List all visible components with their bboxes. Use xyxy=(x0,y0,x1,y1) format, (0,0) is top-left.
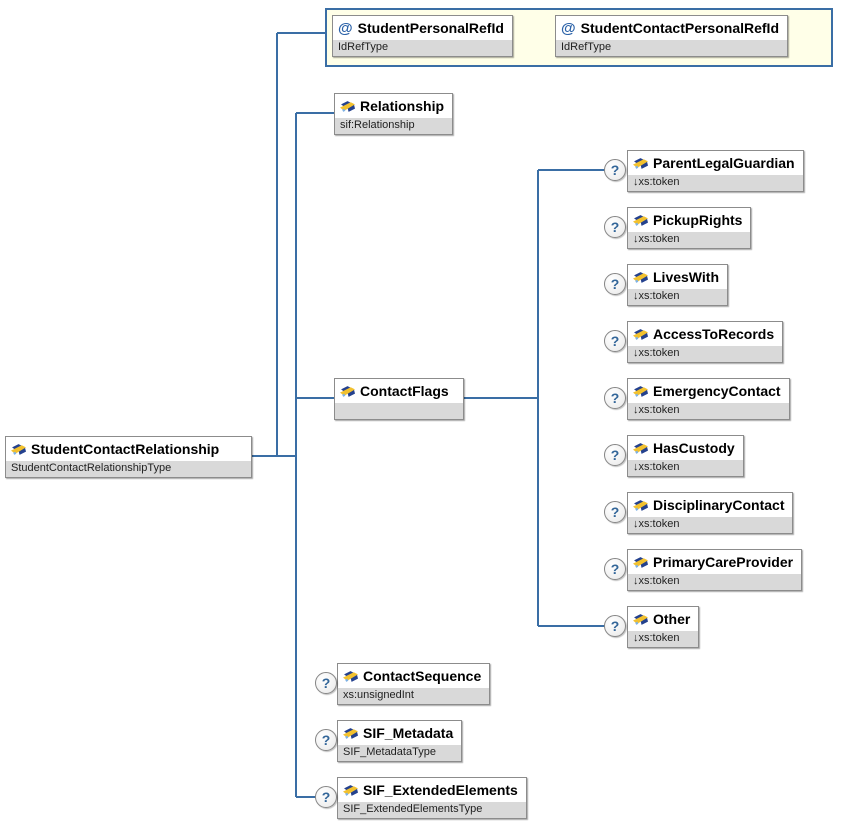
element-icon xyxy=(633,271,648,283)
question-mark-icon: ? xyxy=(604,501,626,523)
attribute-name: StudentPersonalRefId xyxy=(357,20,504,36)
element-icon xyxy=(340,385,355,397)
element-icon xyxy=(340,100,355,112)
element-box-liveswith[interactable]: LivesWith ↓xs:token xyxy=(627,264,728,306)
element-title-row: EmergencyContact xyxy=(628,379,789,403)
element-box-accesstorecords[interactable]: AccessToRecords ↓xs:token xyxy=(627,321,784,363)
attributes-frame: @ StudentPersonalRefId IdRefType @ Stude… xyxy=(325,8,833,67)
question-mark-icon: ? xyxy=(604,615,626,637)
element-title-row: ContactSequence xyxy=(338,664,490,688)
element-name: ContactFlags xyxy=(360,383,449,399)
element-title-row: LivesWith xyxy=(628,265,727,289)
element-type: sif:Relationship xyxy=(335,118,453,134)
element-title-row: StudentContactRelationship xyxy=(6,437,251,461)
element-title-row: SIF_Metadata xyxy=(338,721,462,745)
element-type: SIF_MetadataType xyxy=(338,745,462,761)
element-name: AccessToRecords xyxy=(653,326,775,342)
element-type: ↓xs:token xyxy=(628,346,783,362)
question-mark-icon: ? xyxy=(604,387,626,409)
element-icon xyxy=(633,328,648,340)
element-box-hascustody[interactable]: HasCustody ↓xs:token xyxy=(627,435,744,477)
element-name: DisciplinaryContact xyxy=(653,497,785,513)
element-box-sif-extendedelements[interactable]: SIF_ExtendedElements SIF_ExtendedElement… xyxy=(337,777,527,819)
element-name: Other xyxy=(653,611,691,627)
attribute-icon: @ xyxy=(338,19,353,37)
element-name: HasCustody xyxy=(653,440,735,456)
element-box-root[interactable]: StudentContactRelationship StudentContac… xyxy=(5,436,252,478)
element-title-row: ContactFlags xyxy=(335,379,463,403)
element-title-row: PickupRights xyxy=(628,208,751,232)
element-type xyxy=(335,403,463,419)
element-type: StudentContactRelationshipType xyxy=(6,461,251,477)
question-mark-icon: ? xyxy=(604,558,626,580)
element-icon xyxy=(633,556,648,568)
question-mark-icon: ? xyxy=(604,216,626,238)
element-name: StudentContactRelationship xyxy=(31,441,220,457)
question-mark-icon: ? xyxy=(604,444,626,466)
element-name: ContactSequence xyxy=(363,668,482,684)
element-icon xyxy=(633,442,648,454)
element-icon xyxy=(343,670,358,682)
question-mark-icon: ? xyxy=(604,273,626,295)
element-title-row: Relationship xyxy=(335,94,453,118)
element-title-row: Other xyxy=(628,607,699,631)
question-mark-icon: ? xyxy=(315,729,337,751)
element-icon xyxy=(633,214,648,226)
element-type: SIF_ExtendedElementsType xyxy=(338,802,526,818)
element-type: ↓xs:token xyxy=(628,289,727,305)
element-icon xyxy=(633,499,648,511)
element-title-row: SIF_ExtendedElements xyxy=(338,778,526,802)
question-mark-icon: ? xyxy=(315,672,337,694)
element-title-row: HasCustody xyxy=(628,436,743,460)
element-type: ↓xs:token xyxy=(628,631,699,647)
element-box-disciplinarycontact[interactable]: DisciplinaryContact ↓xs:token xyxy=(627,492,794,534)
element-box-sif-metadata[interactable]: SIF_Metadata SIF_MetadataType xyxy=(337,720,463,762)
attribute-type: IdRefType xyxy=(556,40,787,56)
element-type: ↓xs:token xyxy=(628,460,743,476)
attribute-box-student-personal-refid[interactable]: @ StudentPersonalRefId IdRefType xyxy=(332,15,513,57)
attribute-title-row: @ StudentContactPersonalRefId xyxy=(556,16,787,40)
element-icon xyxy=(633,157,648,169)
element-box-other[interactable]: Other ↓xs:token xyxy=(627,606,700,648)
element-type: ↓xs:token xyxy=(628,232,751,248)
question-mark-icon: ? xyxy=(604,159,626,181)
attribute-title-row: @ StudentPersonalRefId xyxy=(333,16,512,40)
element-name: SIF_Metadata xyxy=(363,725,454,741)
attribute-box-student-contact-personal-refid[interactable]: @ StudentContactPersonalRefId IdRefType xyxy=(555,15,788,57)
question-mark-icon: ? xyxy=(315,786,337,808)
element-name: PickupRights xyxy=(653,212,743,228)
element-type: xs:unsignedInt xyxy=(338,688,490,704)
element-type: ↓xs:token xyxy=(628,175,803,191)
element-name: EmergencyContact xyxy=(653,383,781,399)
element-type: ↓xs:token xyxy=(628,574,802,590)
element-title-row: DisciplinaryContact xyxy=(628,493,793,517)
element-box-emergencycontact[interactable]: EmergencyContact ↓xs:token xyxy=(627,378,790,420)
element-title-row: PrimaryCareProvider xyxy=(628,550,802,574)
element-name: Relationship xyxy=(360,98,445,114)
element-name: PrimaryCareProvider xyxy=(653,554,794,570)
element-box-parentlegalguardian[interactable]: ParentLegalGuardian ↓xs:token xyxy=(627,150,804,192)
attribute-type: IdRefType xyxy=(333,40,512,56)
element-box-relationship[interactable]: Relationship sif:Relationship xyxy=(334,93,454,135)
element-name: LivesWith xyxy=(653,269,719,285)
element-name: ParentLegalGuardian xyxy=(653,155,795,171)
element-box-primarycareprovider[interactable]: PrimaryCareProvider ↓xs:token xyxy=(627,549,803,591)
element-type: ↓xs:token xyxy=(628,403,789,419)
question-mark-icon: ? xyxy=(604,330,626,352)
element-icon xyxy=(633,613,648,625)
element-icon xyxy=(11,443,26,455)
element-type: ↓xs:token xyxy=(628,517,793,533)
attribute-name: StudentContactPersonalRefId xyxy=(580,20,779,36)
element-name: SIF_ExtendedElements xyxy=(363,782,518,798)
attribute-icon: @ xyxy=(561,19,576,37)
element-box-pickuprights[interactable]: PickupRights ↓xs:token xyxy=(627,207,752,249)
element-icon xyxy=(633,385,648,397)
element-box-contactsequence[interactable]: ContactSequence xs:unsignedInt xyxy=(337,663,491,705)
element-box-contactflags[interactable]: ContactFlags xyxy=(334,378,464,420)
element-title-row: AccessToRecords xyxy=(628,322,783,346)
element-icon xyxy=(343,727,358,739)
element-title-row: ParentLegalGuardian xyxy=(628,151,803,175)
element-icon xyxy=(343,784,358,796)
